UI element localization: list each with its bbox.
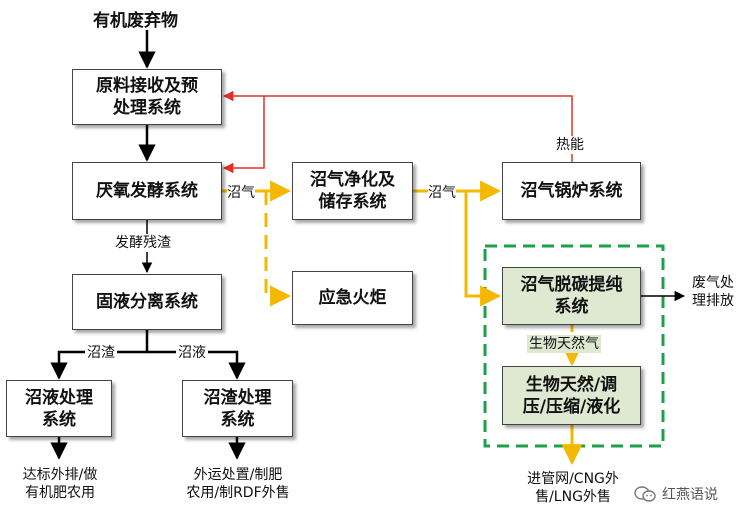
biogas-label-1: 沼气	[227, 184, 255, 202]
anaerobic-fermentation-box: 厌氧发酵系统	[72, 162, 222, 220]
fermentation-residue-label: 发酵残渣	[113, 234, 173, 252]
input-title: 有机废弃物	[93, 11, 178, 31]
slurry-label: 沼液	[176, 344, 208, 362]
raw-box-line1: 原料接收及预	[96, 76, 198, 96]
biomethane-label: 生物天然气	[527, 335, 601, 353]
biogas-residue-treatment-box: 沼渣处理系统	[182, 380, 293, 437]
slurry-output-line1: 达标外排/做	[22, 467, 98, 483]
purify-box-line1: 沼气净化及	[310, 170, 395, 190]
raw-material-pretreatment-box: 原料接收及预处理系统	[72, 69, 222, 125]
compress-box-line1: 生物天然/调	[525, 374, 618, 395]
pipeline-output-line2: 售/LNG外售	[535, 489, 611, 505]
decarb-box-line2: 系统	[554, 297, 589, 317]
compress-box-line2: 压/压缩/液化	[522, 396, 621, 417]
exhaust-line2: 理排放	[692, 293, 734, 309]
heat-label: 热能	[556, 136, 584, 154]
residue-label: 沼渣	[85, 344, 117, 362]
biogas-boiler-box: 沼气锅炉系统	[502, 162, 641, 220]
separation-box-label: 固液分离系统	[96, 292, 198, 312]
residue-box-line1: 沼渣处理	[203, 387, 272, 408]
biogas-slurry-treatment-box: 沼液处理系统	[6, 380, 112, 437]
purify-box-line2: 储存系统	[318, 192, 387, 212]
slurry-output-line2: 有机肥农用	[25, 485, 95, 501]
residue-output-line2: 农用/制RDF外售	[186, 485, 290, 501]
biogas-decarbonization-box: 沼气脱碳提纯系统	[502, 267, 641, 325]
residue-output-line1: 外运处置/制肥	[193, 467, 283, 483]
biomethane-compression-box: 生物天然/调压/压缩/液化	[502, 366, 641, 425]
biogas-to-decarb	[464, 191, 502, 307]
exhaust-label: 废气处 理排放	[692, 274, 734, 310]
pipeline-output-label: 进管网/CNG外 售/LNG外售	[512, 470, 634, 506]
torch-box-label: 应急火炬	[318, 288, 387, 308]
wechat-icon	[634, 486, 656, 502]
residue-output-label: 外运处置/制肥 农用/制RDF外售	[172, 466, 304, 502]
heat-branch-line	[222, 96, 265, 174]
pipeline-output-line1: 进管网/CNG外	[527, 471, 619, 487]
watermark: 红燕语说	[634, 484, 718, 504]
exhaust-line1: 废气处	[692, 275, 734, 291]
watermark-text: 红燕语说	[662, 487, 718, 503]
anaerobic-box-label: 厌氧发酵系统	[96, 181, 198, 201]
liquid-box-line1: 沼液处理	[25, 387, 93, 408]
solid-liquid-separation-box: 固液分离系统	[72, 274, 222, 330]
heat-return-line	[222, 90, 573, 162]
emergency-torch-box: 应急火炬	[292, 271, 413, 325]
biogas-label-2: 沼气	[428, 184, 456, 202]
biogas-purification-storage-box: 沼气净化及储存系统	[292, 162, 413, 220]
decarb-box-line1: 沼气脱碳提纯	[520, 275, 623, 295]
raw-box-line2: 处理系统	[113, 98, 181, 118]
boiler-box-label: 沼气锅炉系统	[520, 181, 623, 201]
residue-box-line2: 系统	[220, 409, 255, 430]
liquid-box-line2: 系统	[42, 409, 76, 430]
slurry-output-label: 达标外排/做 有机肥农用	[5, 466, 115, 502]
biogas-to-torch-dashed	[264, 191, 292, 307]
